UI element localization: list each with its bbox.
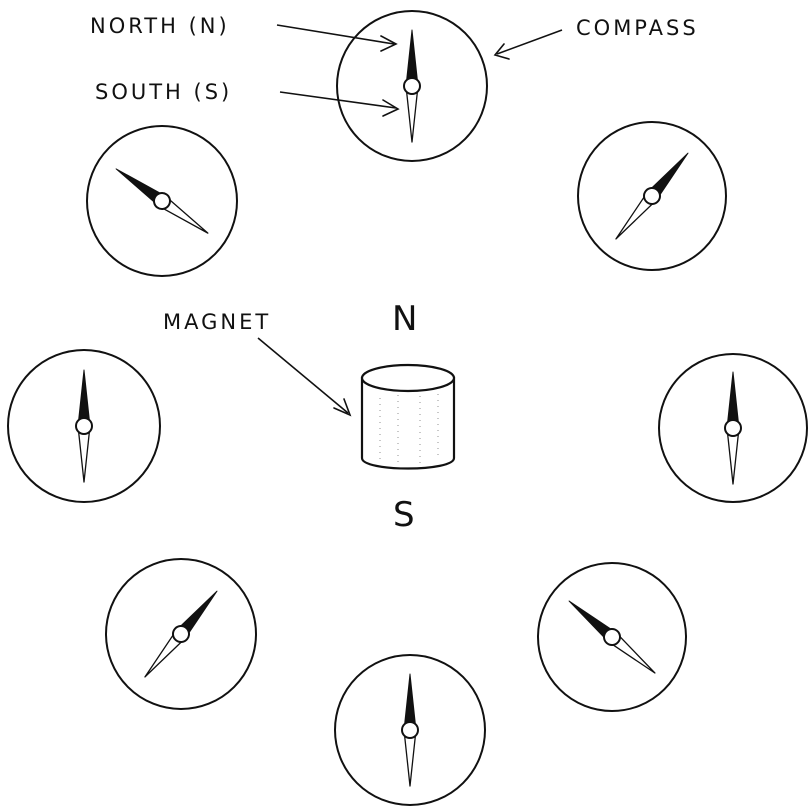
compass-needle <box>724 371 742 485</box>
magnet-leader <box>257 337 352 417</box>
needle-pivot <box>603 628 621 646</box>
compass-needle <box>115 168 209 234</box>
needle-pivot <box>401 721 419 739</box>
compass-needle <box>615 152 689 240</box>
needle-pivot <box>172 625 190 643</box>
south-needle-label: SOUTH (S) <box>95 80 232 104</box>
compass-left <box>7 349 161 503</box>
magnet-texture <box>379 394 439 463</box>
compass-needle <box>144 590 218 678</box>
compass-needle <box>401 673 419 787</box>
north-needle-leader <box>276 24 398 52</box>
compass-upper-left <box>86 125 238 277</box>
needle-pivot <box>403 77 421 95</box>
compass-lower-left <box>105 558 257 710</box>
needle-pivot <box>153 192 171 210</box>
magnet <box>360 363 456 470</box>
needle-pivot <box>75 417 93 435</box>
north-needle-label: NORTH (N) <box>90 14 230 38</box>
magnet-south-pole-label: S <box>393 495 415 535</box>
magnet-body <box>360 376 456 470</box>
needle-pivot <box>724 419 742 437</box>
compass-needle <box>403 29 421 143</box>
compass-right <box>658 353 808 503</box>
compass-needle <box>568 600 656 674</box>
compass-bottom <box>334 654 486 806</box>
needle-pivot <box>643 187 661 205</box>
magnet-label: MAGNET <box>163 310 271 334</box>
magnet-top-face <box>360 363 456 393</box>
compass-lower-right <box>537 562 687 712</box>
south-needle-leader <box>279 91 400 117</box>
magnet-north-pole-label: N <box>392 299 417 339</box>
compass-top <box>336 10 488 162</box>
compass-label: COMPASS <box>576 16 699 40</box>
compass-leader <box>493 29 563 60</box>
compass-upper-right <box>577 121 727 271</box>
compass-needle <box>75 369 93 483</box>
